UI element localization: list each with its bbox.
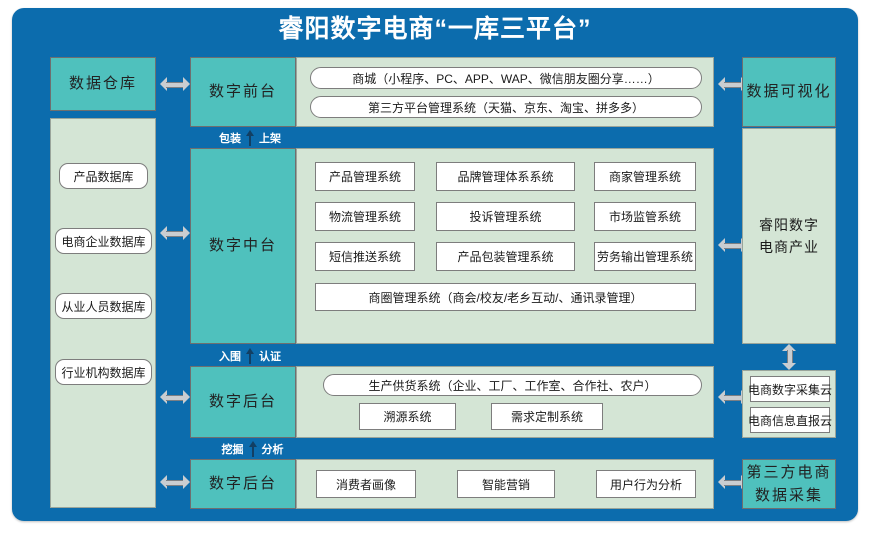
back-office-analytics-label: 数字后台: [190, 459, 296, 509]
back-office-supply-panel: 生产供货系统（企业、工厂、工作室、合作社、农户） 溯源系统 需求定制系统: [296, 366, 714, 438]
connector-label-left: 挖掘: [221, 444, 244, 456]
front-office-item[interactable]: 商城（小程序、PC、APP、WAP、微信朋友圈分享……）: [310, 67, 702, 89]
middle-office-item[interactable]: 劳务输出管理系统: [594, 242, 696, 271]
connector-label-right: 上架: [259, 133, 281, 145]
back-office-analytics-panel: 消费者画像 智能营销 用户行为分析: [296, 459, 714, 509]
back-office-supply-wide-item[interactable]: 生产供货系统（企业、工厂、工作室、合作社、农户）: [323, 374, 702, 396]
industry-line-1: 睿阳数字: [759, 216, 819, 233]
database-item[interactable]: 从业人员数据库: [55, 293, 152, 319]
cloud-service-item[interactable]: 电商信息直报云: [748, 407, 832, 433]
connector-mining-analysis: 挖掘 分析: [190, 439, 315, 459]
middle-office-item[interactable]: 品牌管理体系系统: [436, 162, 575, 191]
back-office-supply-label: 数字后台: [190, 366, 296, 438]
up-arrow-icon: [245, 130, 255, 146]
diagram-frame: 睿阳数字电商“一库三平台” 数据仓库 产品数据库 电商企业数据库 从业人员数据库…: [12, 8, 858, 521]
connector-label-right: 分析: [261, 444, 284, 456]
front-office-panel: 商城（小程序、PC、APP、WAP、微信朋友圈分享……） 第三方平台管理系统（天…: [296, 57, 714, 127]
connector-shortlist-certification: 入围 认证: [190, 346, 310, 366]
industry-box: 睿阳数字 电商产业: [742, 128, 836, 344]
third-party-line-2: 数据采集: [754, 487, 823, 504]
data-visualization-box: 数据可视化: [742, 57, 836, 127]
middle-office-item[interactable]: 物流管理系统: [315, 202, 415, 231]
connector-label-left: 入围: [219, 351, 241, 363]
arrow-industry-to-clouds: [782, 344, 796, 370]
connector-label-right: 认证: [259, 351, 281, 363]
up-arrow-icon: [248, 441, 258, 457]
database-item[interactable]: 行业机构数据库: [55, 359, 152, 385]
connector-packaging-listing: 包装 上架: [190, 128, 310, 148]
third-party-collection-box: 第三方电商 数据采集: [742, 459, 836, 509]
database-column: 产品数据库 电商企业数据库 从业人员数据库 行业机构数据库: [50, 118, 156, 508]
up-arrow-icon: [245, 348, 255, 364]
connector-label-left: 包装: [219, 133, 241, 145]
middle-office-item[interactable]: 产品包装管理系统: [436, 242, 575, 271]
cloud-service-item[interactable]: 电商数字采集云: [748, 376, 832, 402]
middle-office-item[interactable]: 产品管理系统: [315, 162, 415, 191]
industry-line-2: 电商产业: [759, 239, 819, 255]
arrow-warehouse-to-front: [160, 77, 190, 91]
data-warehouse-header: 数据仓库: [50, 57, 156, 111]
back-office-analytics-item[interactable]: 用户行为分析: [596, 470, 696, 498]
arrow-warehouse-to-back-supply: [160, 390, 190, 404]
middle-office-label: 数字中台: [190, 148, 296, 344]
middle-office-item[interactable]: 投诉管理系统: [436, 202, 575, 231]
arrow-warehouse-to-back-analytics: [160, 475, 190, 489]
back-office-supply-item[interactable]: 溯源系统: [359, 403, 456, 430]
middle-office-item[interactable]: 短信推送系统: [315, 242, 415, 271]
middle-office-item[interactable]: 商家管理系统: [594, 162, 696, 191]
middle-office-wide-item[interactable]: 商圈管理系统（商会/校友/老乡互动/、通讯录管理）: [315, 283, 696, 311]
database-item[interactable]: 电商企业数据库: [55, 228, 152, 254]
middle-office-panel: 产品管理系统 品牌管理体系系统 商家管理系统 物流管理系统 投诉管理系统 市场监…: [296, 148, 714, 344]
cloud-services-panel: 电商数字采集云 电商信息直报云: [742, 370, 836, 438]
back-office-analytics-item[interactable]: 智能营销: [457, 470, 555, 498]
arrow-warehouse-to-middle: [160, 226, 190, 240]
front-office-item[interactable]: 第三方平台管理系统（天猫、京东、淘宝、拼多多）: [310, 96, 702, 118]
back-office-analytics-item[interactable]: 消费者画像: [316, 470, 416, 498]
third-party-line-1: 第三方电商: [746, 463, 832, 481]
front-office-label: 数字前台: [190, 57, 296, 127]
database-item[interactable]: 产品数据库: [59, 163, 148, 189]
middle-office-item[interactable]: 市场监管系统: [594, 202, 696, 231]
back-office-supply-item[interactable]: 需求定制系统: [491, 403, 603, 430]
page-title: 睿阳数字电商“一库三平台”: [278, 15, 592, 43]
